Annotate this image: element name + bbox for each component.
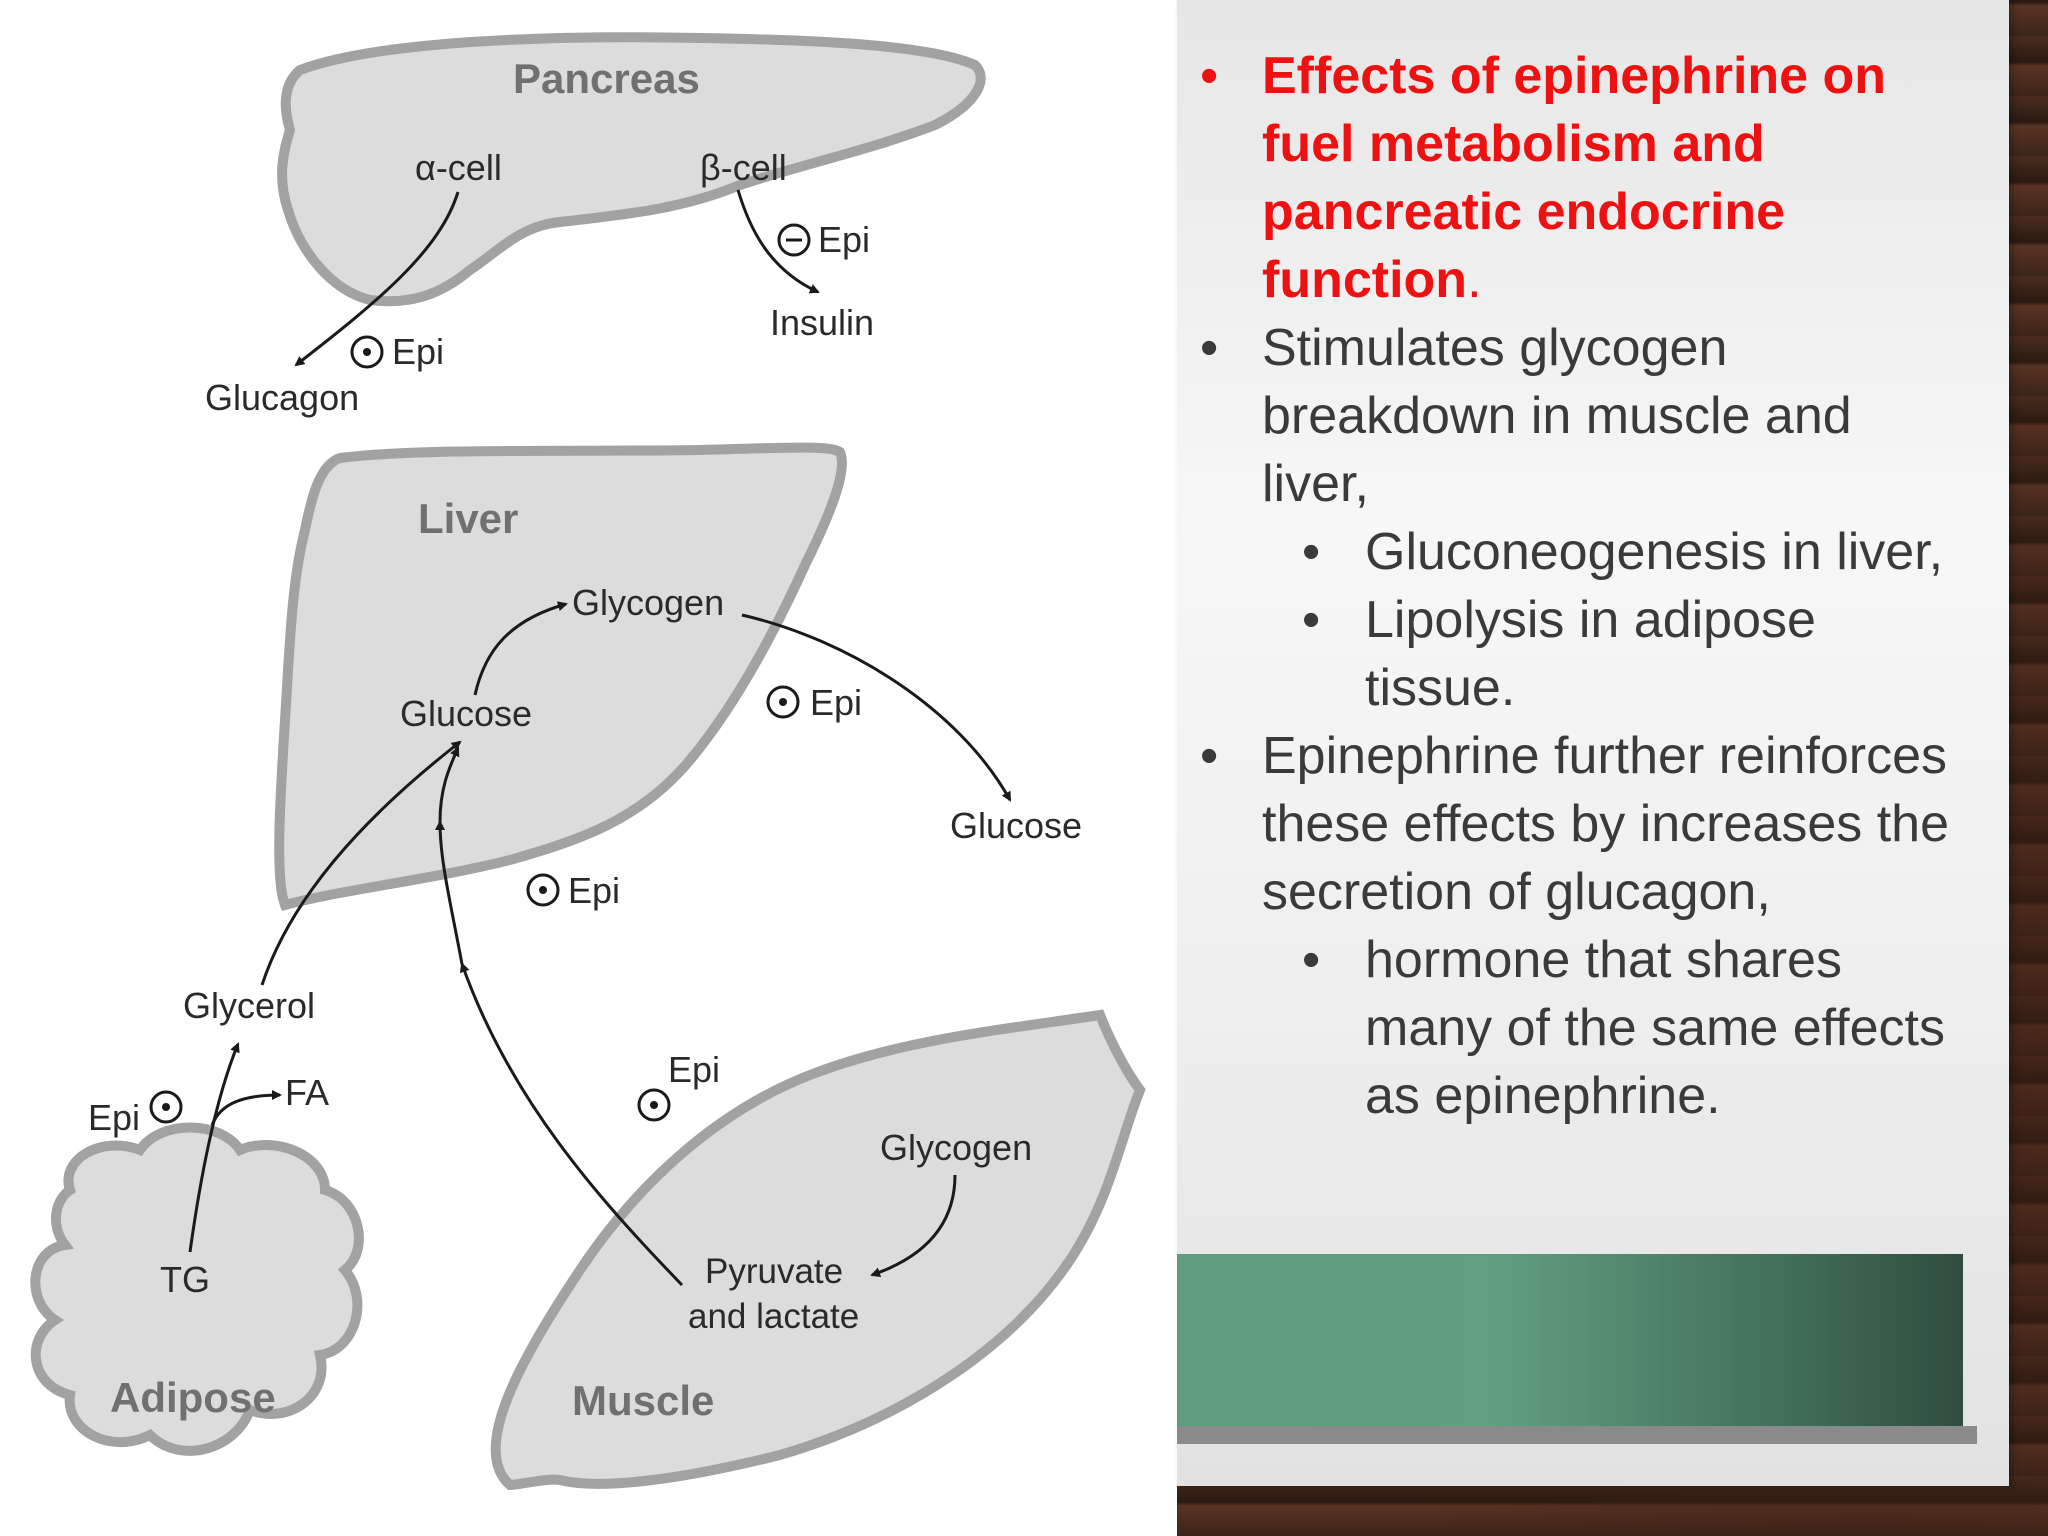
plus-circle-icon (637, 1088, 671, 1122)
pyruvate-label: Pyruvate (705, 1252, 843, 1291)
plus-circle-icon (526, 873, 560, 907)
slide-heading-text: Effects of epinephrine on fuel metabolis… (1262, 47, 1887, 309)
minus-circle-icon (777, 223, 811, 257)
glucagon-label: Glucagon (205, 377, 359, 418)
sub-bullet-item: • Gluconeogenesis in liver, (1190, 518, 1960, 586)
slide-heading-period: . (1467, 251, 1482, 309)
glucose-to-glycogen-arrow (473, 601, 568, 696)
glycerol-to-liver-glucose-arrow (260, 740, 462, 986)
bullet-dot: • (1200, 47, 1219, 105)
liver-title: Liver (418, 495, 518, 542)
sub-bullet-item: • Lipolysis in adipose tissue. (1190, 586, 1960, 722)
sub-bullet-item: • hormone that shares many of the same e… (1190, 926, 1960, 1130)
bullet-dot: • (1200, 727, 1219, 785)
bullet-dot: • (1302, 591, 1321, 649)
bullet-dot: • (1302, 523, 1321, 581)
bullet-list: • Effects of epinephrine on fuel metabol… (1190, 42, 1960, 1130)
bullet-text: Lipolysis in adipose tissue. (1365, 591, 1816, 717)
liver-plus-epi-label: Epi (810, 682, 862, 723)
pancreas-plus-epi-label: Epi (392, 331, 444, 372)
fa-label: FA (285, 1072, 329, 1113)
tg-to-fa-arrow (210, 1090, 282, 1126)
pancreas-minus-epi-label: Epi (818, 219, 870, 260)
bullet-text: Epinephrine further reinforces these eff… (1262, 727, 1949, 921)
adipose-epi-label: Epi (88, 1097, 140, 1138)
muscle-shape (490, 1009, 1146, 1491)
bullet-text: hormone that shares many of the same eff… (1365, 931, 1945, 1125)
beta-to-insulin-arrow (736, 189, 820, 294)
green-accent-band (1177, 1254, 1963, 1426)
alpha-to-glucagon-arrow (294, 191, 460, 367)
glucose-output-label: Glucose (950, 805, 1082, 846)
muscle-glycogen-label: Glycogen (880, 1127, 1032, 1168)
insulin-label: Insulin (770, 302, 874, 343)
tg-label: TG (160, 1259, 210, 1300)
liver-shape (274, 442, 847, 911)
liver-glucose-label: Glucose (400, 693, 532, 734)
bullet-item: • Epinephrine further reinforces these e… (1190, 722, 1960, 926)
glycerol-label: Glycerol (183, 985, 315, 1026)
bullet-dot: • (1302, 931, 1321, 989)
muscle-epi-label: Epi (668, 1049, 720, 1090)
green-band-shadow (1177, 1426, 1977, 1444)
tg-to-glycerol-arrow (188, 1042, 240, 1253)
metabolism-diagram-svg: Pancreas α-cell β-cell Epi Insulin Epi G… (30, 32, 1146, 1491)
bullet-dot: • (1200, 319, 1219, 377)
pyruvate-to-liver-arrow-upper (435, 820, 464, 965)
pyruvate-to-liver-arrow (459, 962, 684, 1287)
bullet-text: Stimulates glycogen breakdown in muscle … (1262, 319, 1852, 513)
plus-circle-icon (149, 1090, 183, 1124)
plus-circle-icon (350, 335, 384, 369)
adipose-title: Adipose (110, 1374, 276, 1421)
liver-glycogen-label: Glycogen (572, 582, 724, 623)
slide-heading: • Effects of epinephrine on fuel metabol… (1190, 42, 1960, 314)
liver-inner-arrow-to-glucose (438, 746, 460, 823)
liver-below-plus-epi-label: Epi (568, 870, 620, 911)
bullet-item: • Stimulates glycogen breakdown in muscl… (1190, 314, 1960, 518)
beta-cell-label: β-cell (700, 147, 787, 188)
text-panel (1177, 0, 2009, 1486)
adipose-shape (30, 1122, 364, 1456)
pancreas-title: Pancreas (513, 55, 700, 102)
metabolism-diagram: Pancreas α-cell β-cell Epi Insulin Epi G… (30, 32, 1146, 1491)
pancreas-shape (277, 32, 986, 307)
muscle-glycogen-to-pyruvate-arrow (870, 1174, 957, 1278)
glycogen-to-glucose-out-arrow (741, 613, 1012, 802)
muscle-title: Muscle (572, 1377, 714, 1424)
plus-circle-icon (766, 685, 800, 719)
lactate-label: and lactate (688, 1297, 859, 1336)
bullet-text: Gluconeogenesis in liver, (1365, 523, 1944, 581)
alpha-cell-label: α-cell (415, 147, 502, 188)
